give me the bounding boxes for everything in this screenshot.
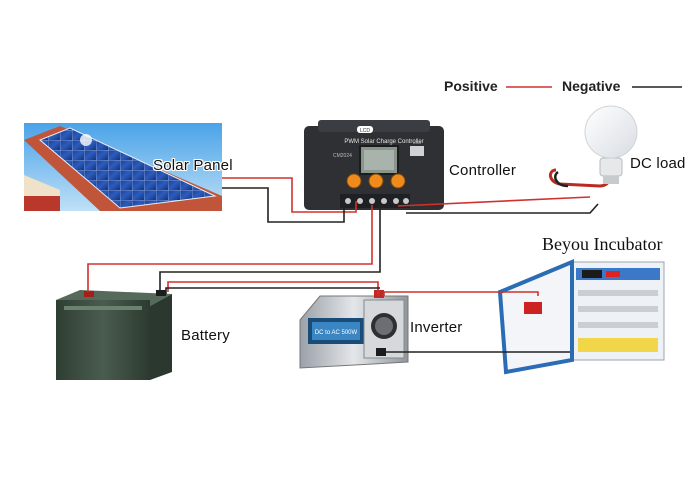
inverter-panel-label: DC to AC 500W — [315, 330, 358, 336]
controller-brand: LCD — [360, 128, 370, 134]
wire-inverter-negative — [165, 287, 380, 294]
incubator-title: Beyou Incubator — [542, 234, 663, 254]
dc-load-label: DC load — [630, 155, 686, 172]
solar-panel-image — [24, 123, 222, 211]
controller-label: Controller — [449, 162, 517, 179]
wire-battery-positive — [87, 205, 373, 292]
controller-usb-label: USB — [413, 140, 422, 145]
incubator-image — [497, 259, 665, 375]
wire-inverter-positive — [167, 281, 379, 296]
wire-panel-negative — [222, 187, 345, 223]
battery-image — [56, 290, 172, 380]
wire-panel-positive — [222, 177, 357, 213]
controller-code: CM2024 — [333, 153, 352, 159]
legend-positive-label: Positive — [444, 78, 498, 94]
inverter-image: DC to AC 500W — [299, 290, 409, 369]
wire-load-positive — [397, 196, 591, 207]
dc-load-bulb — [549, 105, 638, 188]
wires — [87, 177, 599, 353]
wire-battery-negative — [159, 205, 381, 290]
controller-model: PWM Solar Charge Controller — [344, 139, 423, 145]
solar-panel-label: Solar Panel — [153, 157, 233, 174]
legend-negative-label: Negative — [562, 78, 621, 94]
inverter-label: Inverter — [410, 319, 463, 336]
wire-incubator-positive — [383, 291, 539, 296]
wire-load-negative — [406, 203, 599, 214]
charge-controller: LCD PWM Solar Charge Controller CM2024 U… — [304, 120, 444, 210]
battery-label: Battery — [181, 327, 230, 344]
